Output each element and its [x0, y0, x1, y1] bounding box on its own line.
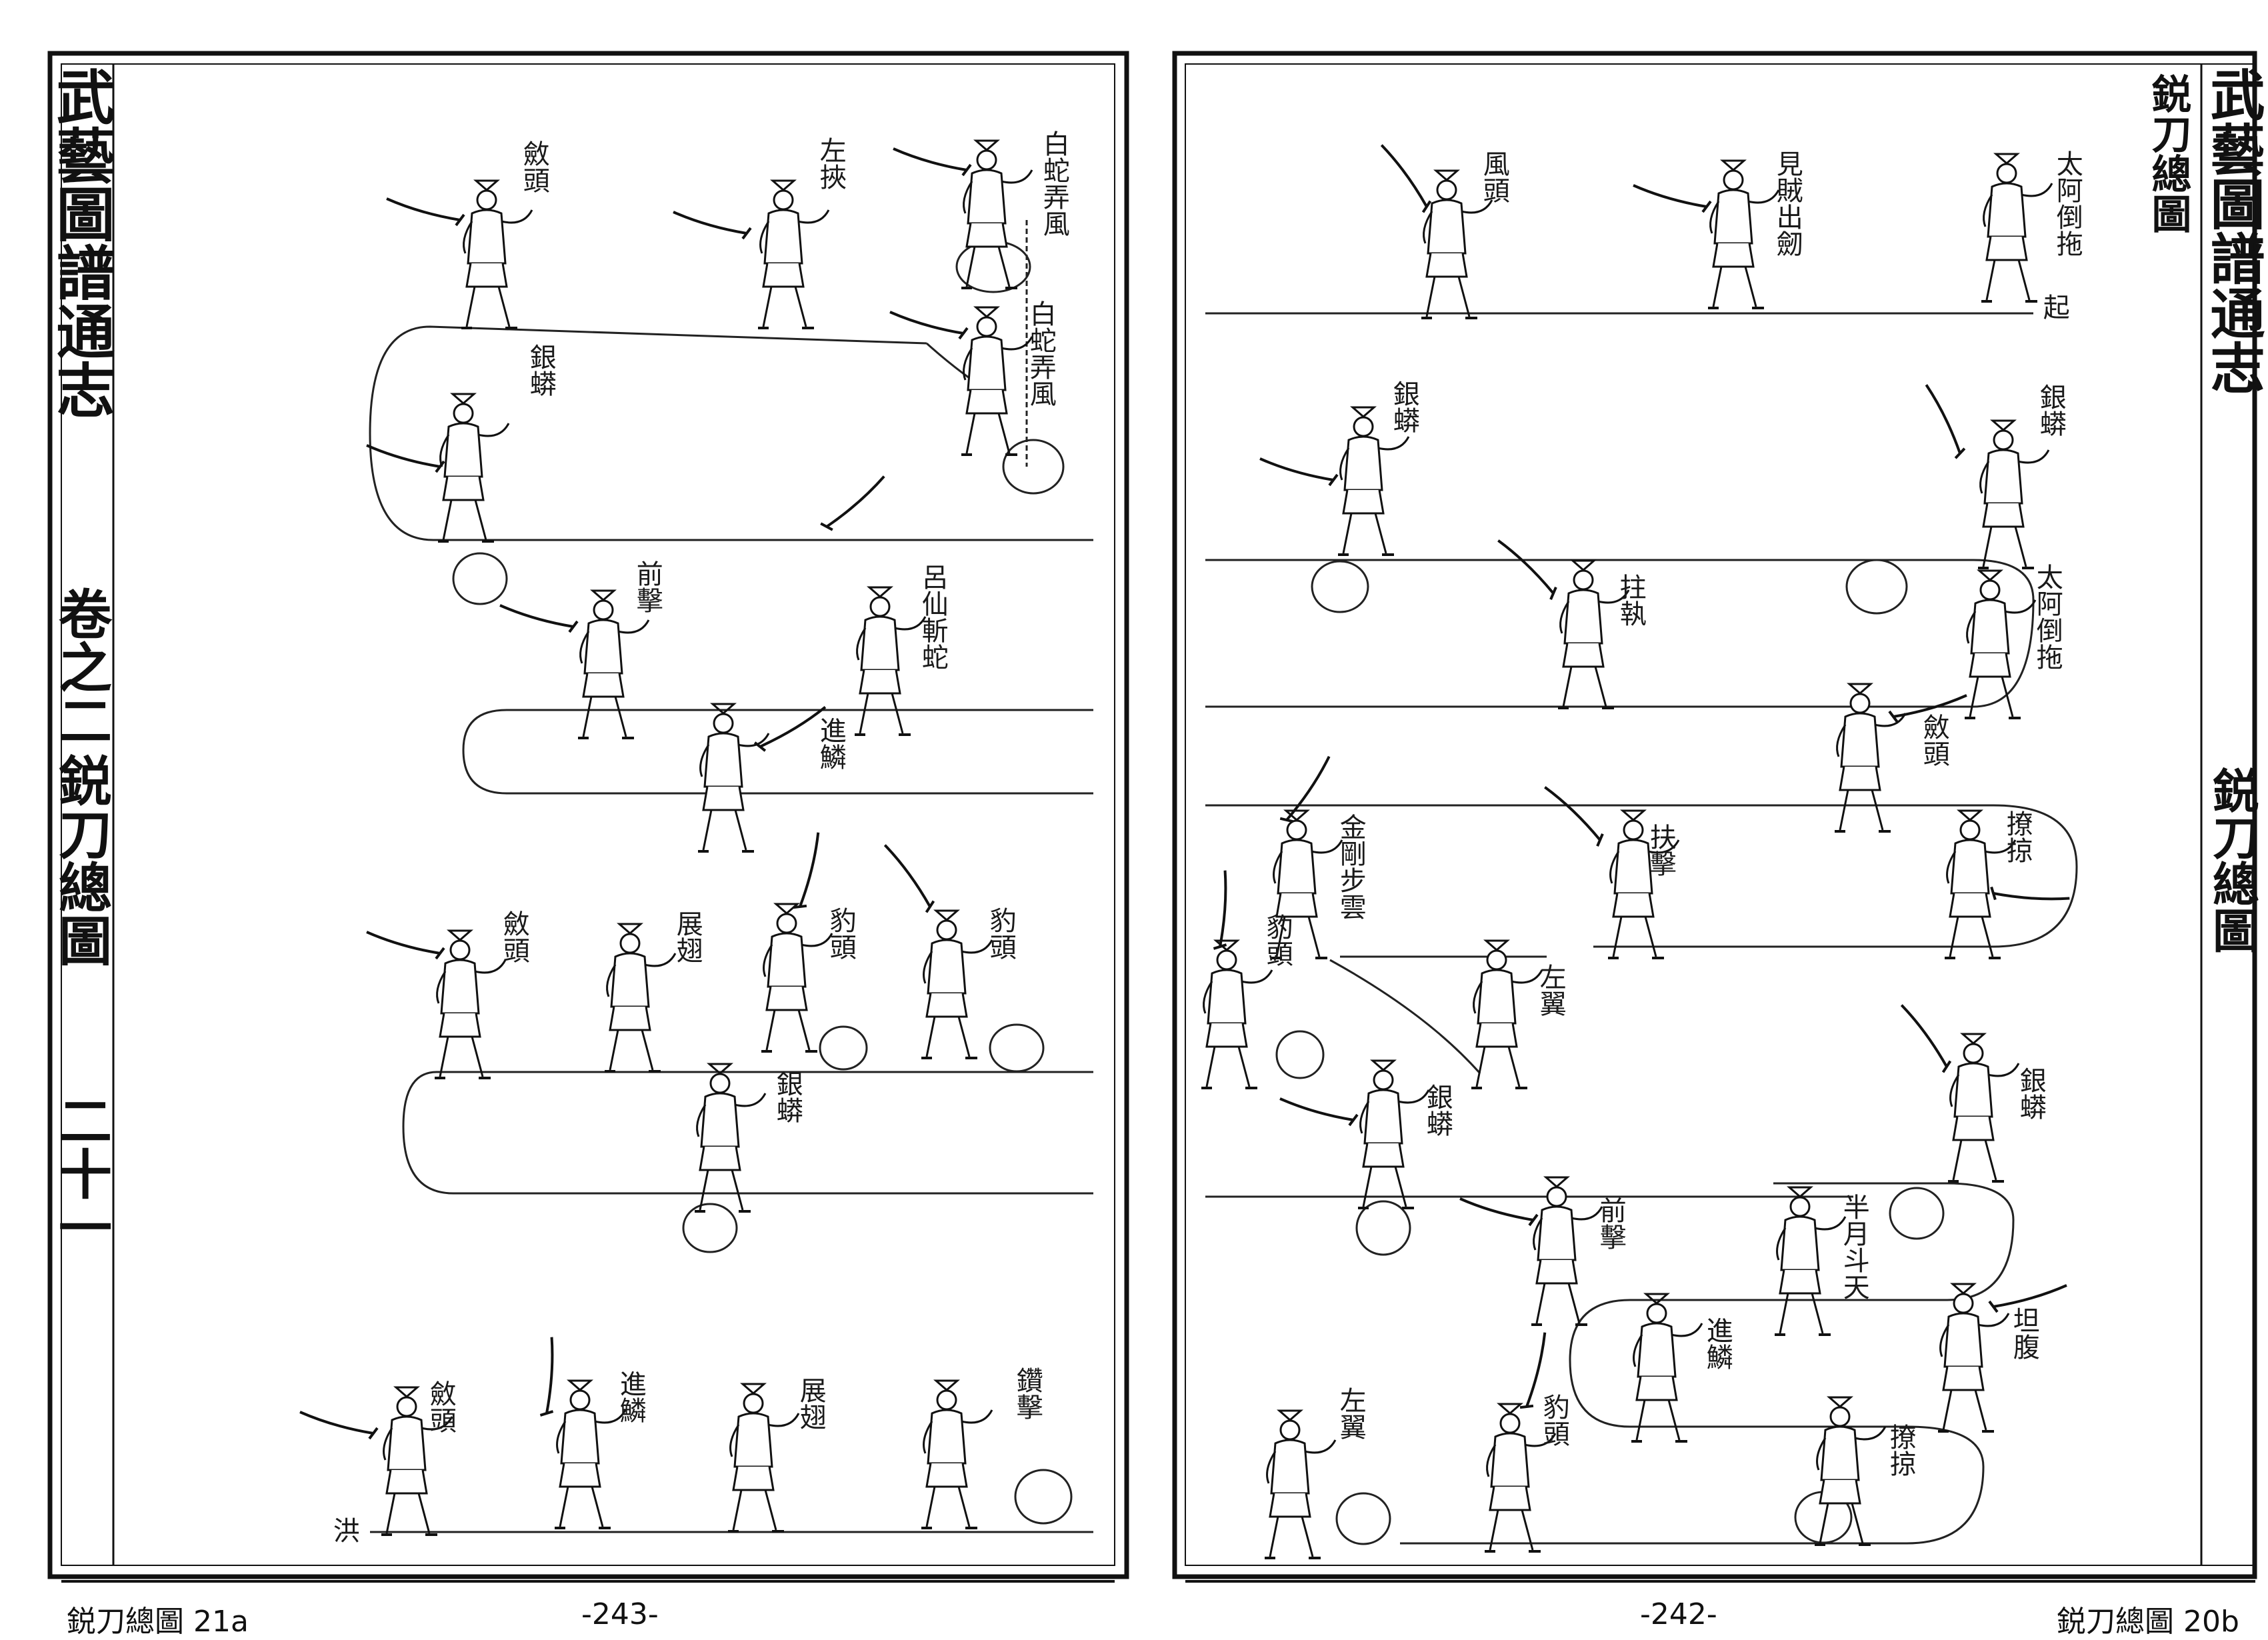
left-label-17: 鑽擊	[1011, 1367, 1043, 1420]
left-label-16: 展翅	[795, 1377, 826, 1430]
right-page-loops	[1275, 559, 1945, 1545]
left-book-title: 武藝圖譜通志	[47, 67, 116, 419]
page-frames	[47, 51, 2257, 1583]
right-heading: 鋭刀總圖	[2145, 73, 2191, 233]
left-label-14: 斂頭	[425, 1380, 456, 1433]
right-label-5: 銀蟒	[1388, 380, 1419, 433]
left-caption: 鋭刀總圖 21a	[67, 1605, 249, 1639]
left-label-9: 斂頭	[498, 910, 529, 963]
right-label-16: 銀蟒	[2015, 1067, 2046, 1120]
right-page-number: -242-	[1640, 1597, 1717, 1631]
right-label-12: 金剛步雲	[1335, 813, 1366, 920]
left-label-4: 銀蟒	[525, 343, 556, 397]
right-label-1: 太阿倒拖	[2051, 150, 2083, 257]
left-label-5: 白蛇弄風	[1025, 300, 1056, 407]
left-label-10: 展翅	[671, 910, 703, 963]
right-label-13: 豹頭	[1261, 913, 1293, 967]
left-page-figures	[299, 139, 1033, 1536]
left-label-12: 豹頭	[985, 907, 1016, 960]
right-label-3: 見賊出劒	[1771, 150, 1803, 257]
left-label-6: 前擊	[631, 560, 663, 613]
left-label-15: 進鱗	[615, 1370, 646, 1423]
right-label-19: 坦腹	[2008, 1307, 2039, 1360]
right-label-23: 左翼	[1335, 1387, 1366, 1440]
left-page-loops	[452, 240, 1073, 1525]
right-label-22: 撩掠	[1885, 1423, 1916, 1477]
right-label-21: 豹頭	[1538, 1393, 1569, 1447]
left-page-lanes	[369, 220, 1093, 1533]
right-label-18: 半月斗天	[1838, 1193, 1869, 1300]
right-label-15: 銀蟒	[1421, 1083, 1453, 1137]
left-folio: 二十一	[50, 1093, 113, 1253]
right-label-11: 扶擊	[1645, 823, 1676, 877]
right-section: 鋭刀總圖	[2205, 767, 2261, 953]
left-label-1: 斂頭	[518, 140, 549, 193]
left-label-8: 進鱗	[815, 717, 846, 770]
left-label-2: 左挾	[815, 137, 846, 190]
right-label-7: 太阿倒拖	[2031, 563, 2063, 670]
right-label-8: 拄執	[1615, 573, 1646, 627]
left-volume: 卷之二	[50, 587, 113, 747]
left-section: 鋭刀總圖	[50, 753, 113, 967]
right-page-figures	[1197, 134, 2071, 1559]
right-label-9: 斂頭	[1918, 713, 1949, 767]
right-label-6: 銀蟒	[2035, 383, 2066, 437]
right-label-17: 前擊	[1595, 1197, 1626, 1250]
right-label-2: 起	[2038, 293, 2069, 320]
right-caption: 鋭刀總圖 20b	[2057, 1605, 2239, 1639]
right-label-4: 風頭	[1478, 150, 1509, 203]
right-book-title: 武藝圖譜通志	[2201, 67, 2265, 395]
left-label-7: 呂仙斬蛇	[917, 563, 948, 670]
left-label-3: 白蛇弄風	[1038, 130, 1069, 237]
left-label-11: 豹頭	[825, 907, 856, 960]
right-label-10: 撩掠	[2001, 810, 2033, 863]
right-label-20: 進鱗	[1701, 1317, 1733, 1370]
right-label-14: 左翼	[1535, 963, 1566, 1017]
left-label-18: 洪	[328, 1517, 359, 1543]
left-label-13: 銀蟒	[771, 1070, 803, 1123]
left-page-number: -243-	[581, 1597, 659, 1631]
